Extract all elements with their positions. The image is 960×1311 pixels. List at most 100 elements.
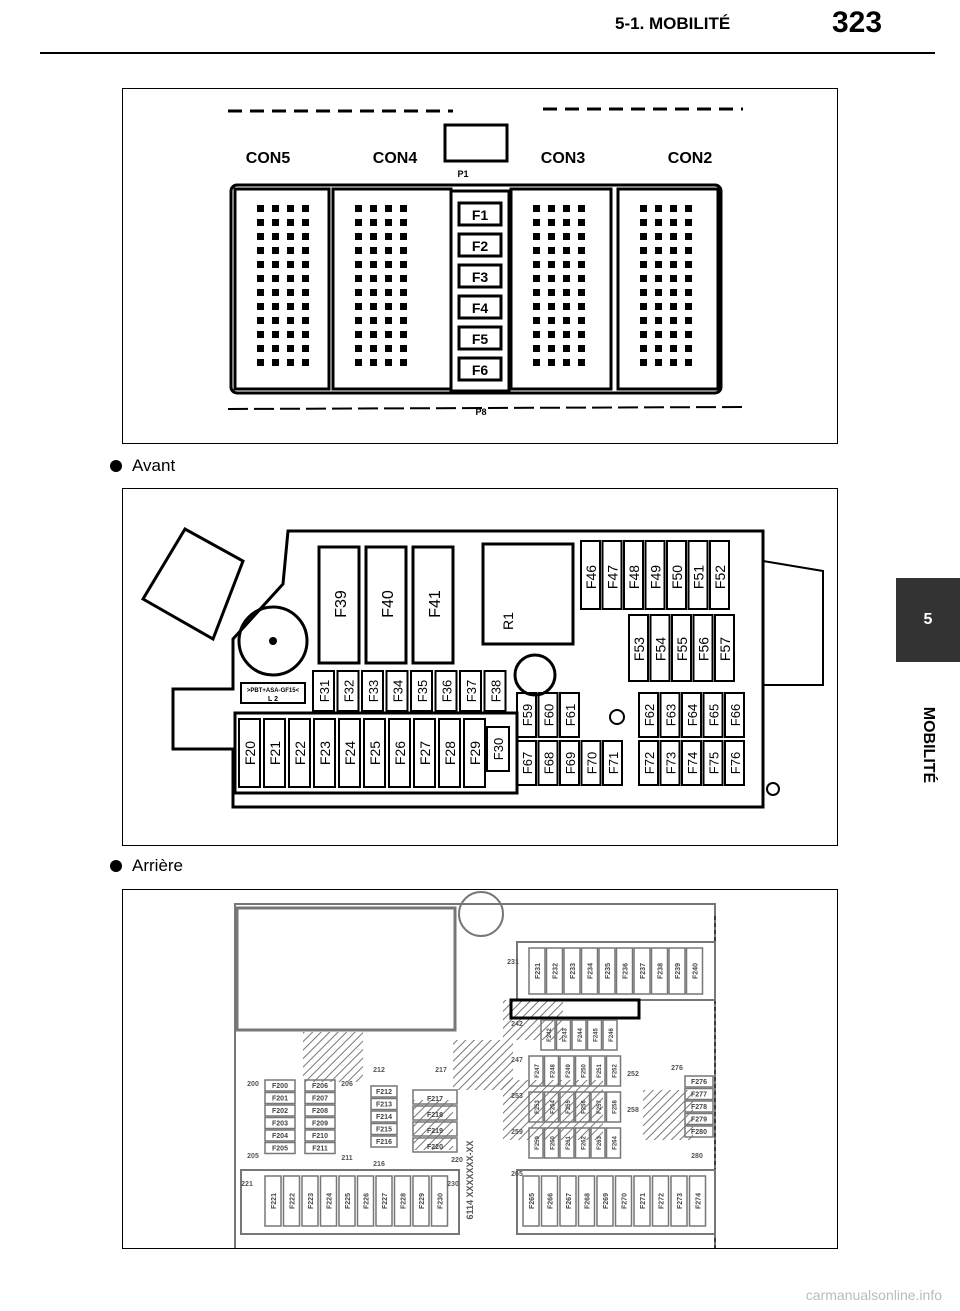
fuse-slot [605, 1127, 622, 1159]
fuse-label: F59 [520, 704, 535, 726]
fuse-slot [264, 1116, 296, 1130]
connector-pin [670, 247, 677, 254]
fuse-slot [528, 947, 546, 995]
fuse-slot [684, 1100, 714, 1113]
connector-pin [548, 261, 555, 268]
fuse-slot [370, 1085, 398, 1098]
connector-pin [533, 303, 540, 310]
fuse-slot [282, 1175, 301, 1227]
fuse-label: F234 [588, 963, 595, 979]
fuse-label: F30 [491, 738, 506, 760]
fuse-slot [596, 1175, 614, 1227]
fuse-label: F218 [427, 1112, 443, 1119]
connector-pin [302, 303, 309, 310]
connector-pin [655, 247, 662, 254]
maxi-fuse [364, 545, 408, 665]
connector-pin [257, 345, 264, 352]
fuse-label: F260 [551, 1136, 557, 1150]
connector-pin [385, 289, 392, 296]
fuse-label: F28 [442, 741, 458, 765]
fuse-label: F56 [696, 637, 712, 661]
fuse-label: F74 [685, 752, 700, 774]
fuse-label: F279 [691, 1117, 707, 1124]
fuse-slot [709, 540, 730, 610]
fuse-label: F211 [312, 1146, 328, 1153]
fuse-slot [304, 1091, 336, 1105]
connector-pin [548, 345, 555, 352]
connector-pin [563, 345, 570, 352]
fuse-label: F201 [272, 1096, 288, 1103]
fuse-label: F205 [272, 1146, 288, 1153]
connector-pin [355, 261, 362, 268]
connector-pin [272, 345, 279, 352]
connector-pin [578, 219, 585, 226]
fuse-slot [385, 670, 409, 712]
connector-title: CON5 [246, 150, 291, 167]
connector-pin [685, 275, 692, 282]
connector-pin [655, 289, 662, 296]
fuse-label: F73 [664, 752, 679, 774]
fuse-slot [457, 201, 503, 227]
fuse-slot [724, 740, 745, 786]
fuse-label: F265 [529, 1193, 536, 1209]
outline-dash [228, 107, 743, 113]
fuse-slot [463, 718, 486, 788]
fuse-slot [528, 1091, 544, 1123]
connector-pin [670, 261, 677, 268]
label-strip-text: L 2 [268, 696, 278, 703]
fuse-label: F23 [317, 741, 333, 765]
fuse-label: F35 [415, 680, 430, 702]
connector-pin [578, 289, 585, 296]
connector-title: CON2 [668, 150, 713, 167]
connector-pin [655, 233, 662, 240]
connector-pin [287, 359, 294, 366]
connector-pin [685, 331, 692, 338]
fuse-slot [338, 1175, 356, 1227]
gear-icon [609, 709, 625, 725]
fuse-slot [590, 1127, 606, 1159]
fuse-slot [638, 692, 659, 738]
connector-pin [655, 359, 662, 366]
group-number: 259 [511, 1129, 523, 1136]
connector-pin [287, 205, 294, 212]
fuse-label: F48 [626, 565, 642, 589]
fuse-slot [685, 947, 704, 995]
connector-pin [655, 205, 662, 212]
fuse-label: F253 [535, 1100, 541, 1114]
connector-pin [257, 247, 264, 254]
connector-pin [287, 317, 294, 324]
connector-pin [355, 247, 362, 254]
connector-pin [640, 233, 647, 240]
fuse-label: F263 [597, 1136, 603, 1150]
fuse-label: F216 [376, 1139, 392, 1146]
connector-pin [670, 331, 677, 338]
connector-pin [578, 331, 585, 338]
connector-pin [400, 289, 407, 296]
fuse-label: F212 [376, 1089, 392, 1096]
fuse-label: F271 [640, 1193, 647, 1209]
fuse-slot [301, 1175, 319, 1227]
connector-pin [533, 331, 540, 338]
group-number: 220 [451, 1157, 463, 1164]
connector-pin [563, 359, 570, 366]
fuse-label: F226 [364, 1193, 371, 1209]
fuse-slot [528, 1055, 544, 1087]
fuse-slot [370, 1110, 398, 1123]
fuse-slot [602, 740, 623, 786]
connector-pin [670, 345, 677, 352]
fuse-slot [633, 947, 651, 995]
connector-pin [578, 345, 585, 352]
fuse-label: F208 [312, 1108, 328, 1115]
fuse-label: F232 [553, 963, 560, 979]
group-number: 217 [435, 1067, 447, 1074]
fuse-label: F277 [691, 1092, 707, 1099]
connector-pin [272, 275, 279, 282]
fuse-slot [638, 740, 659, 786]
connector-pin [548, 303, 555, 310]
connector-pin [533, 247, 540, 254]
fuse-slot [537, 692, 559, 738]
connector-pin [655, 275, 662, 282]
bullet-icon [110, 860, 122, 872]
fuse-label: F22 [292, 741, 308, 765]
fuse-slot [264, 1091, 296, 1105]
